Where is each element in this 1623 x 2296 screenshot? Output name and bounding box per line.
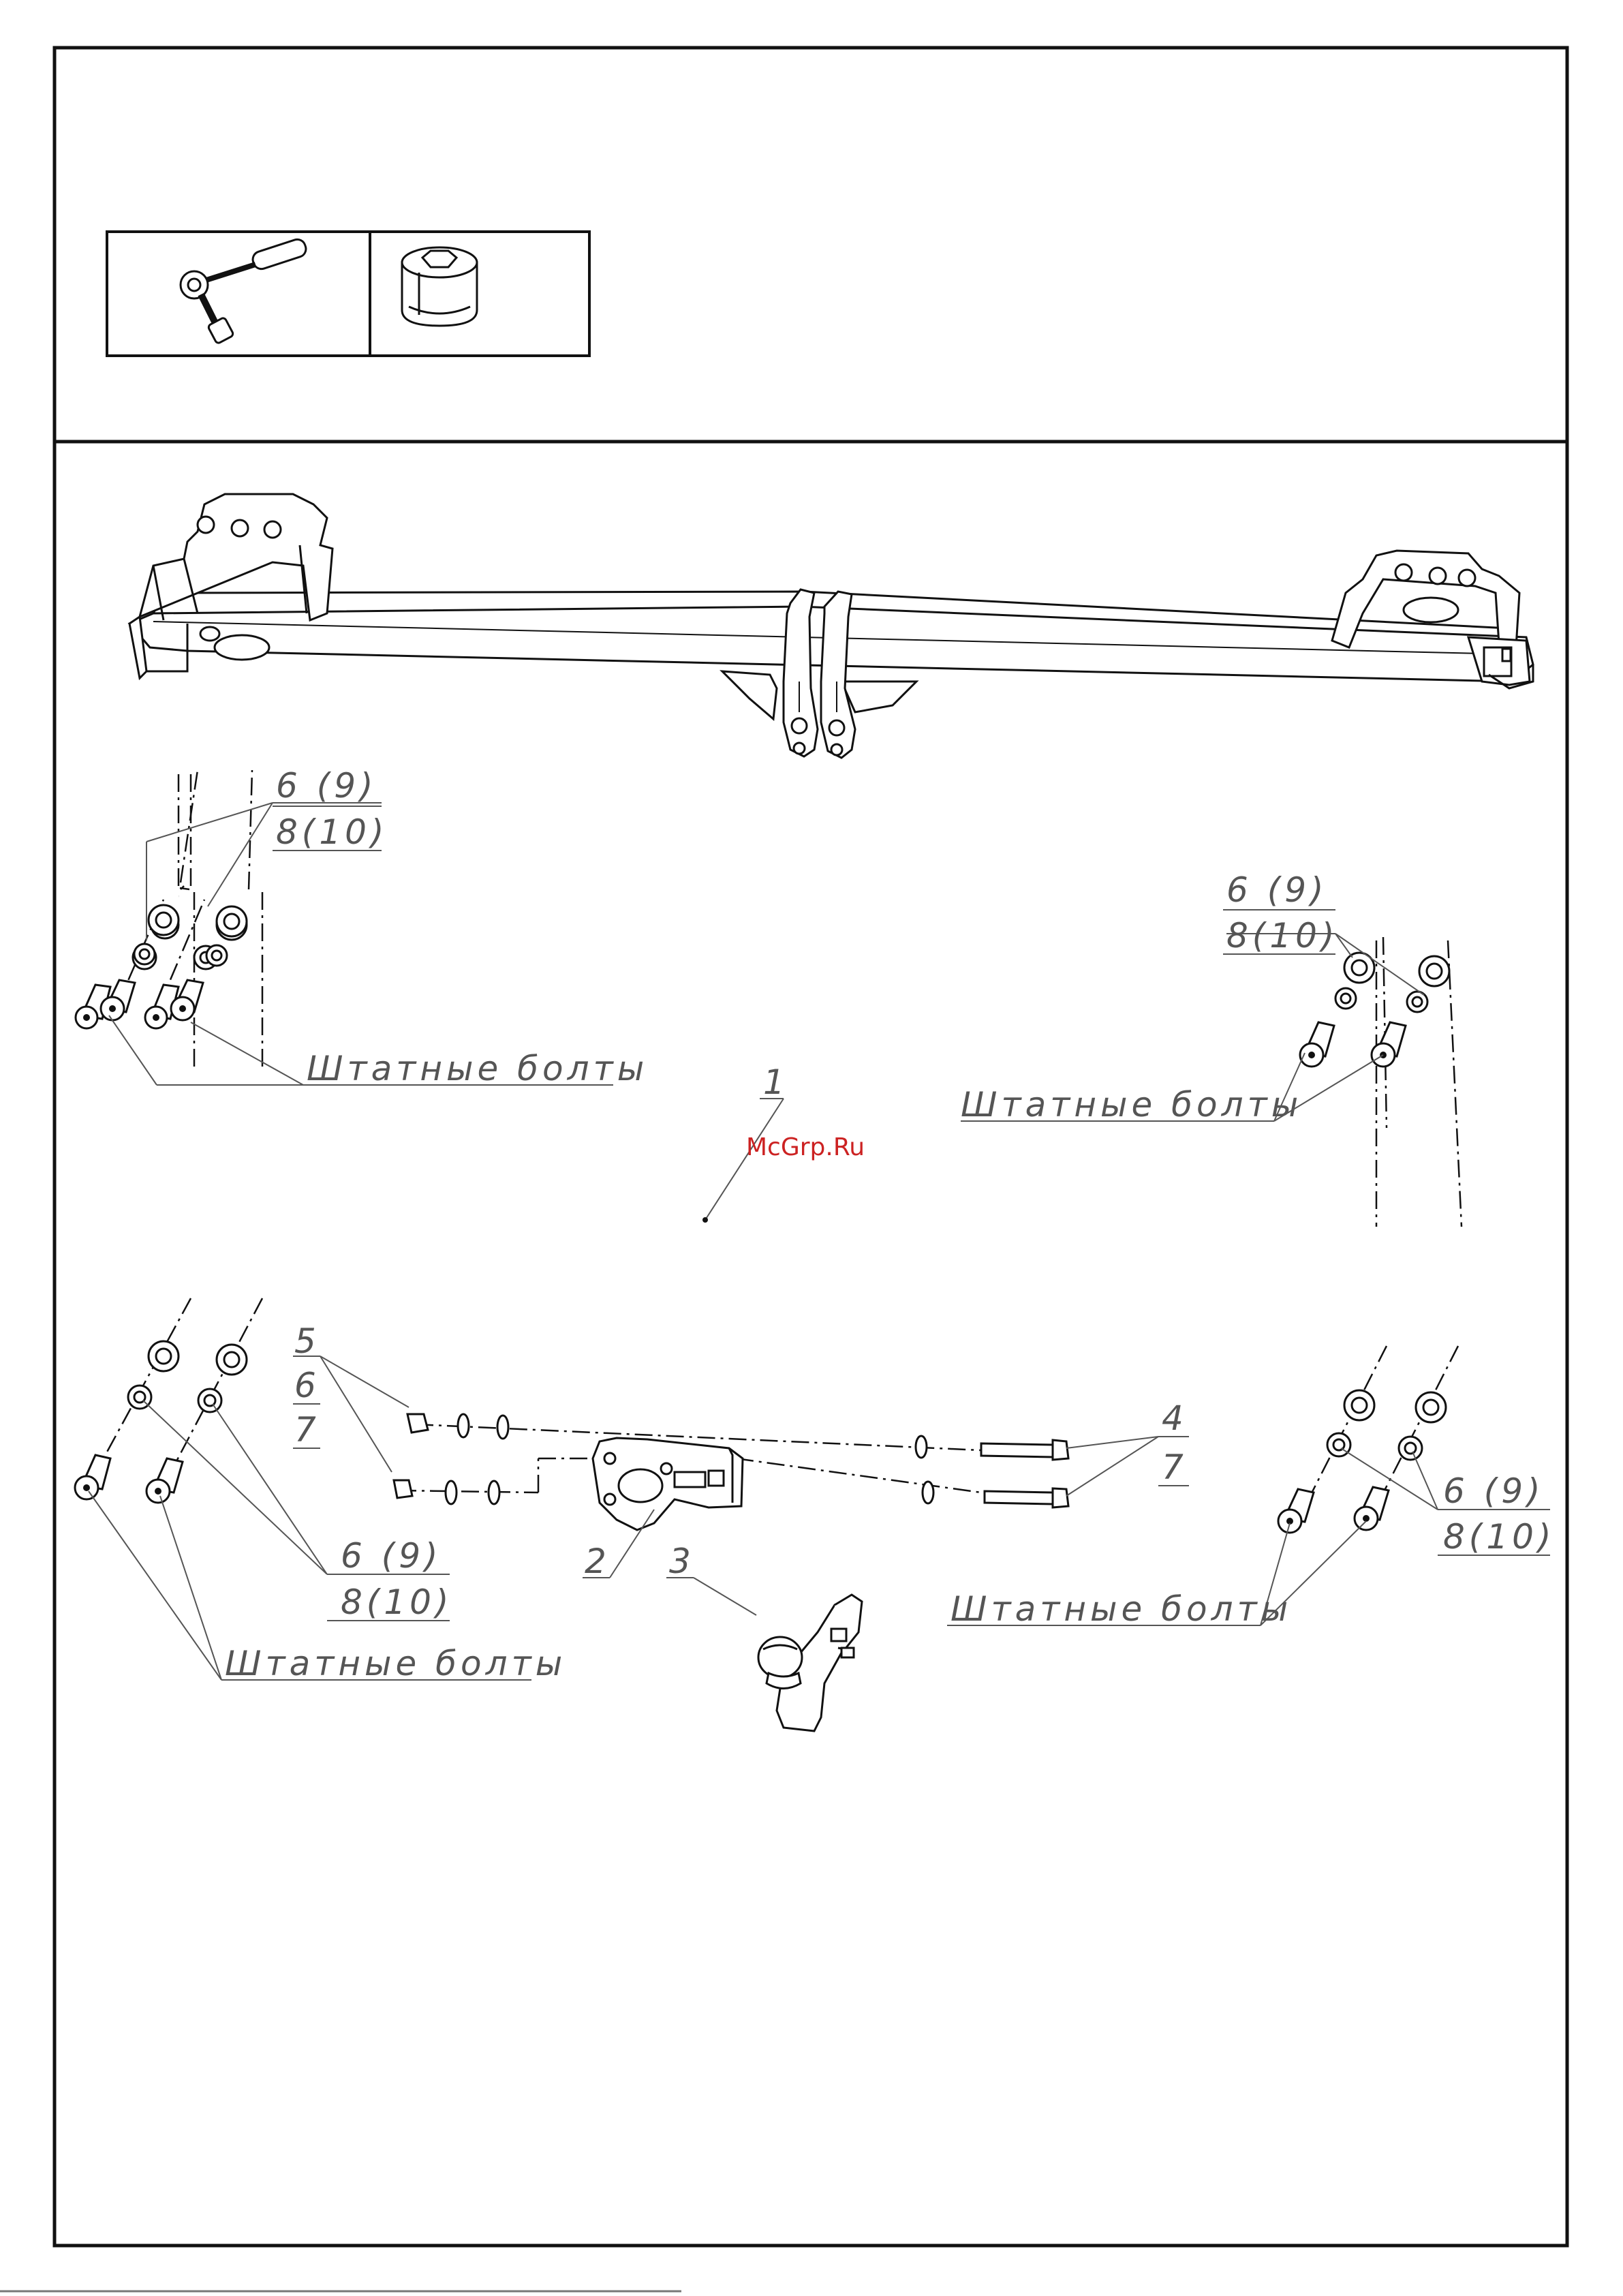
label-tl-num: 6 (9) bbox=[276, 766, 377, 806]
ratchet-wrench-icon bbox=[181, 237, 308, 344]
label-tr-den: 8(10) bbox=[1226, 916, 1338, 955]
tow-ball bbox=[758, 1595, 862, 1731]
callout-labels: 6 (9) 8(10) 6 (9) 8(10) Штатные болты Шт… bbox=[225, 766, 1555, 1683]
tow-frame bbox=[129, 494, 1533, 758]
hardware-top-left bbox=[76, 770, 247, 1028]
label-part-3: 3 bbox=[669, 1542, 695, 1581]
label-part-5: 5 bbox=[294, 1321, 320, 1361]
label-part-1: 1 bbox=[763, 1062, 789, 1102]
label-bolts-br: Штатные болты bbox=[950, 1589, 1292, 1629]
label-bl-num: 6 (9) bbox=[341, 1536, 442, 1576]
label-bl-den: 8(10) bbox=[341, 1582, 452, 1622]
label-part-7b: 7 bbox=[1162, 1448, 1188, 1487]
hardware-top-left-upper bbox=[101, 770, 262, 1067]
label-bolts-bl: Штатные болты bbox=[225, 1644, 566, 1683]
label-part-6: 6 bbox=[294, 1366, 320, 1405]
label-tr-num: 6 (9) bbox=[1226, 870, 1328, 910]
label-bolts-tl: Штатные болты bbox=[307, 1049, 648, 1088]
label-part-4: 4 bbox=[1162, 1398, 1188, 1438]
label-bolts-tr: Штатные болты bbox=[961, 1085, 1302, 1124]
label-br-den: 8(10) bbox=[1443, 1517, 1555, 1557]
hardware-top-right bbox=[1300, 937, 1462, 1227]
socket-plate bbox=[593, 1438, 743, 1530]
socket-head-icon bbox=[402, 247, 477, 326]
label-br-num: 6 (9) bbox=[1443, 1471, 1545, 1511]
hardware-upper-left bbox=[179, 888, 189, 896]
tools-table bbox=[107, 232, 589, 356]
label-part-7: 7 bbox=[294, 1410, 320, 1450]
watermark: McGrp.Ru bbox=[746, 1133, 865, 1161]
label-tl-den: 8(10) bbox=[276, 812, 388, 852]
hardware-bottom-left bbox=[75, 1298, 262, 1503]
label-part-2: 2 bbox=[585, 1542, 610, 1581]
